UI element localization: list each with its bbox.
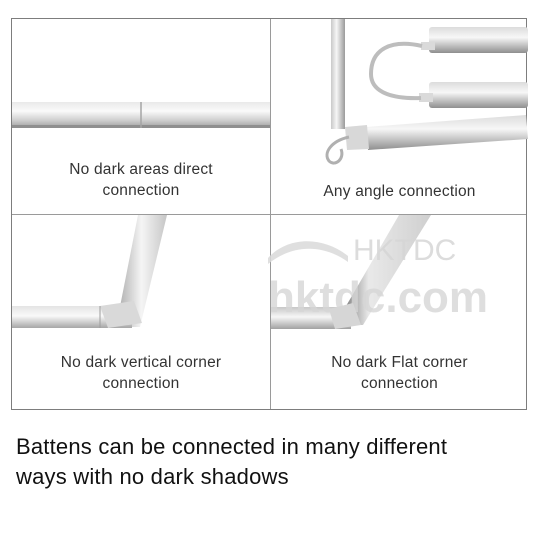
upper-batten <box>429 27 528 53</box>
connector-cable <box>368 41 423 101</box>
diagonal-batten <box>335 215 431 325</box>
caption-line-2: connection <box>102 375 180 392</box>
panel-flat-corner-connection: No dark Flat corner connection <box>271 215 528 409</box>
caption-any-angle-connection: Any angle connection <box>271 181 528 202</box>
panel-any-angle-connection: Any angle connection <box>271 19 528 214</box>
connection-grid: No dark areas direct connection <box>11 18 528 410</box>
flat-corner-connection-image <box>271 215 431 329</box>
direct-connection-image <box>12 102 270 128</box>
corner-joint <box>329 303 361 329</box>
angled-batten <box>366 115 528 150</box>
caption-flat-corner-connection: No dark Flat corner connection <box>271 352 528 394</box>
upper-end-cap <box>421 42 435 50</box>
caption-line-1: No dark Flat corner <box>331 354 468 371</box>
angle-joint <box>345 125 369 150</box>
middle-end-cap <box>419 93 433 102</box>
caption-line-1: No dark vertical corner <box>60 354 222 371</box>
grid-divider-horizontal <box>12 214 526 215</box>
footer-line-1: Battens can be connected in many differe… <box>16 434 448 459</box>
panel-vertical-corner-connection: No dark vertical corner connection <box>12 215 270 409</box>
footer-caption: Battens can be connected in many differe… <box>16 432 536 492</box>
middle-batten <box>429 82 528 108</box>
panel-direct-connection: No dark areas direct connection <box>12 19 270 214</box>
caption-direct-connection: No dark areas direct connection <box>12 159 270 201</box>
corner-joint <box>100 301 142 328</box>
footer-line-2: ways with no dark shadows <box>16 464 289 489</box>
vertical-corner-connection-image <box>12 215 167 328</box>
diagonal-batten <box>116 215 167 327</box>
caption-vertical-corner-connection: No dark vertical corner connection <box>12 352 270 394</box>
any-angle-connection-image <box>325 19 528 165</box>
caption-line-1: Any angle connection <box>323 183 476 200</box>
vertical-batten <box>331 19 345 129</box>
caption-line-2: connection <box>361 375 438 392</box>
caption-line-1: No dark areas direct <box>69 161 213 178</box>
joint-cable-loop <box>325 135 350 165</box>
caption-line-2: connection <box>102 182 180 199</box>
